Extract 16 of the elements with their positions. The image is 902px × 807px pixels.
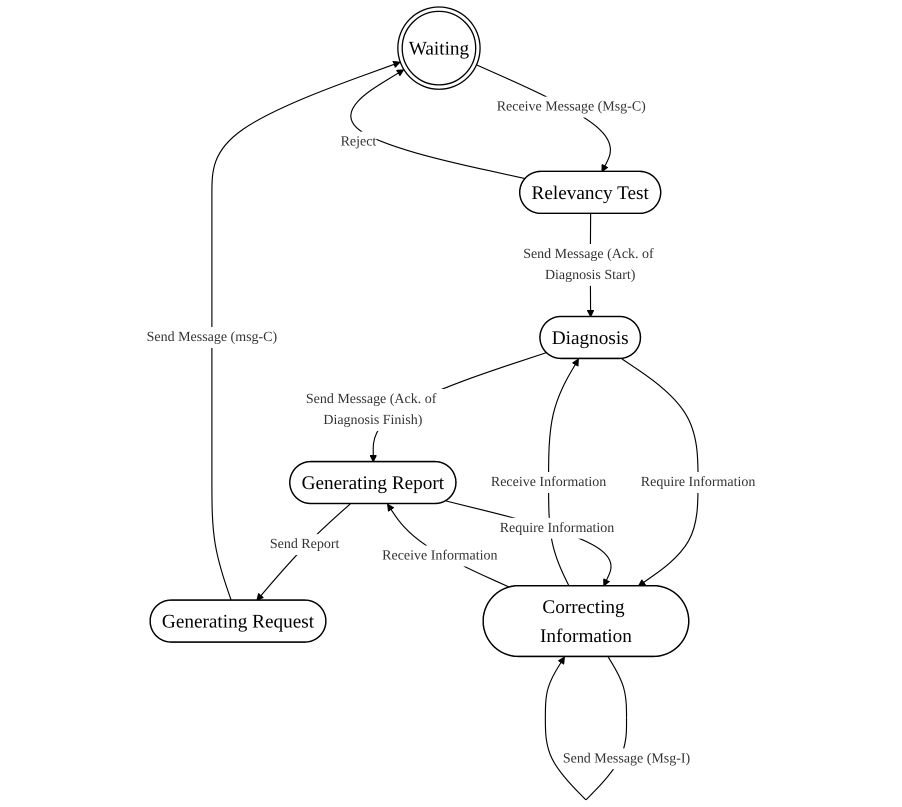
edge-label: Require Information <box>640 474 756 490</box>
arrow <box>350 69 526 180</box>
edge-label: Send Message (Ack. of Diagnosis Finish) <box>306 392 436 428</box>
edge-label: Receive Information <box>382 548 498 563</box>
arrow <box>211 60 401 601</box>
edge-label: Receive Message (Msg-C) <box>496 99 646 114</box>
edge-label: Reject <box>340 134 376 150</box>
edge-label: Send Message (Msg-I) <box>562 750 690 766</box>
edge-label: Send Message (Ack. of Diagnosis Start) <box>523 246 654 282</box>
node-circle: Waiting <box>397 6 481 90</box>
edge-label: Send Message (msg-C) <box>146 330 278 344</box>
edge-label: Require Information <box>500 520 614 536</box>
edge-label: Send Report <box>270 536 340 552</box>
arrow <box>621 358 699 586</box>
edge-label: Receive Information <box>490 474 606 490</box>
arrow <box>256 504 351 601</box>
